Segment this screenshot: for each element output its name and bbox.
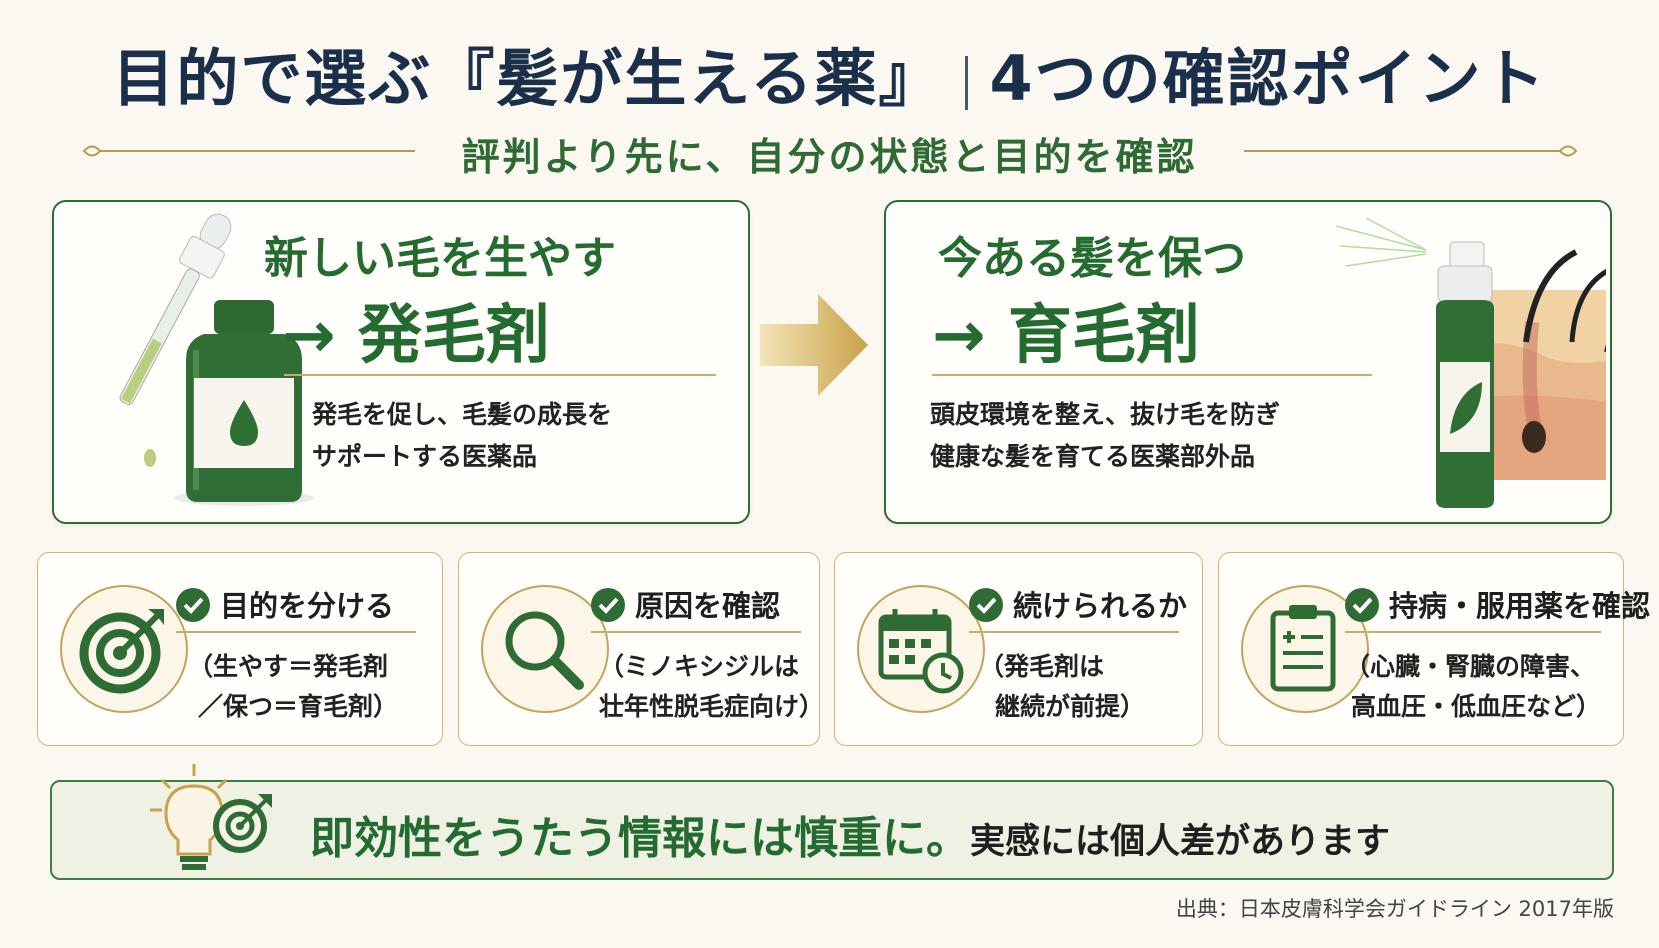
point-title: 続けられるか: [969, 583, 1187, 625]
card-heading-grow: 新しい毛を生やす: [264, 233, 616, 284]
ornament-line-left: [115, 150, 415, 152]
subtitle: 評判より先に、自分の状態と目的を確認: [461, 135, 1198, 179]
calendar-clock-icon: [878, 609, 964, 694]
point-divider: [969, 631, 1179, 633]
title-separator: [964, 55, 968, 110]
card-desc-line1: 頭皮環境を整え、抜け毛を防ぎ: [930, 400, 1281, 429]
check-icon: [176, 588, 210, 622]
subtitle-row: 評判より先に、自分の状態と目的を確認: [0, 126, 1659, 179]
point-desc: （生やす＝発毛剤／保つ＝育毛剤）: [188, 652, 399, 721]
check-icon: [969, 588, 1003, 622]
point-desc: （発毛剤は継続が前提）: [979, 652, 1146, 721]
point-divider: [591, 631, 801, 633]
card-result-hatsumouzai: → 発毛剤: [282, 299, 550, 373]
point-icon-circle: [60, 585, 188, 713]
check-icon: [591, 588, 625, 622]
page-title: 目的で選ぶ『髪が生える薬』 4つの確認ポイント: [0, 28, 1659, 118]
ornament-right-icon: [1542, 145, 1578, 157]
point-title: 目的を分ける: [176, 583, 394, 625]
point-title: 持病・服用薬を確認: [1345, 583, 1650, 625]
card-desc-line1: 発毛を促し、毛髪の成長を: [312, 400, 613, 429]
card-desc-line2: 健康な髪を育てる医薬部外品: [930, 442, 1256, 471]
arrow-right-icon: [760, 294, 868, 396]
point-title: 原因を確認: [591, 583, 780, 625]
lightbulb-target-icon: [150, 764, 272, 870]
card-hair-growth: 新しい毛を生やす → 発毛剤 発毛を促し、毛髪の成長を サポートする医薬品: [52, 200, 750, 524]
target-icon: [79, 609, 164, 694]
point-card-continuity: 続けられるか （発毛剤は継続が前提）: [834, 552, 1203, 746]
point-divider: [176, 631, 416, 633]
ornament-left-icon: [82, 145, 118, 157]
clipboard-icon: [1270, 605, 1336, 692]
card-result-ikumouzai: → 育毛剤: [932, 299, 1200, 373]
caution-text: 即効性をうたう情報には慎重に。実感には個人差があります: [310, 802, 1390, 866]
point-desc: （心臓・腎臓の障害、高血圧・低血圧など）: [1345, 652, 1602, 721]
caution-bar: 即効性をうたう情報には慎重に。実感には個人差があります: [50, 764, 1614, 880]
point-icon-circle: [857, 585, 985, 713]
point-icon-circle: [481, 585, 609, 713]
card-divider: [932, 374, 1372, 376]
title-right: 4つの確認ポイント: [989, 42, 1547, 115]
point-card-cause: 原因を確認 （ミノキシジルは壮年性脱毛症向け）: [458, 552, 824, 746]
source-note: 出典：日本皮膚科学会ガイドライン 2017年版: [1175, 897, 1614, 921]
dropper-bottle-icon: [119, 213, 314, 506]
ornament-line-right: [1244, 150, 1544, 152]
point-divider: [1345, 631, 1601, 633]
point-card-purpose: 目的を分ける （生やす＝発毛剤／保つ＝育毛剤）: [37, 552, 443, 746]
spray-bottle-scalp-icon: [1335, 217, 1606, 508]
point-card-medication: 持病・服用薬を確認 （心臓・腎臓の障害、高血圧・低血圧など）: [1218, 552, 1650, 746]
caution-main: 即効性をうたう情報には慎重に。: [310, 813, 970, 864]
title-left: 目的で選ぶ『髪が生える薬』: [112, 42, 943, 115]
card-hair-keep: 今ある髪を保つ → 育毛剤 頭皮環境を整え、抜け毛を防ぎ 健康な髪を育てる医薬部…: [884, 200, 1612, 524]
card-desc-line2: サポートする医薬品: [312, 442, 538, 471]
check-icon: [1345, 588, 1379, 622]
card-divider: [284, 374, 716, 376]
point-desc: （ミノキシジルは壮年性脱毛症向け）: [599, 652, 825, 721]
magnifier-icon: [505, 611, 584, 690]
card-heading-keep: 今ある髪を保つ: [938, 233, 1246, 284]
caution-sub: 実感には個人差があります: [970, 822, 1391, 862]
